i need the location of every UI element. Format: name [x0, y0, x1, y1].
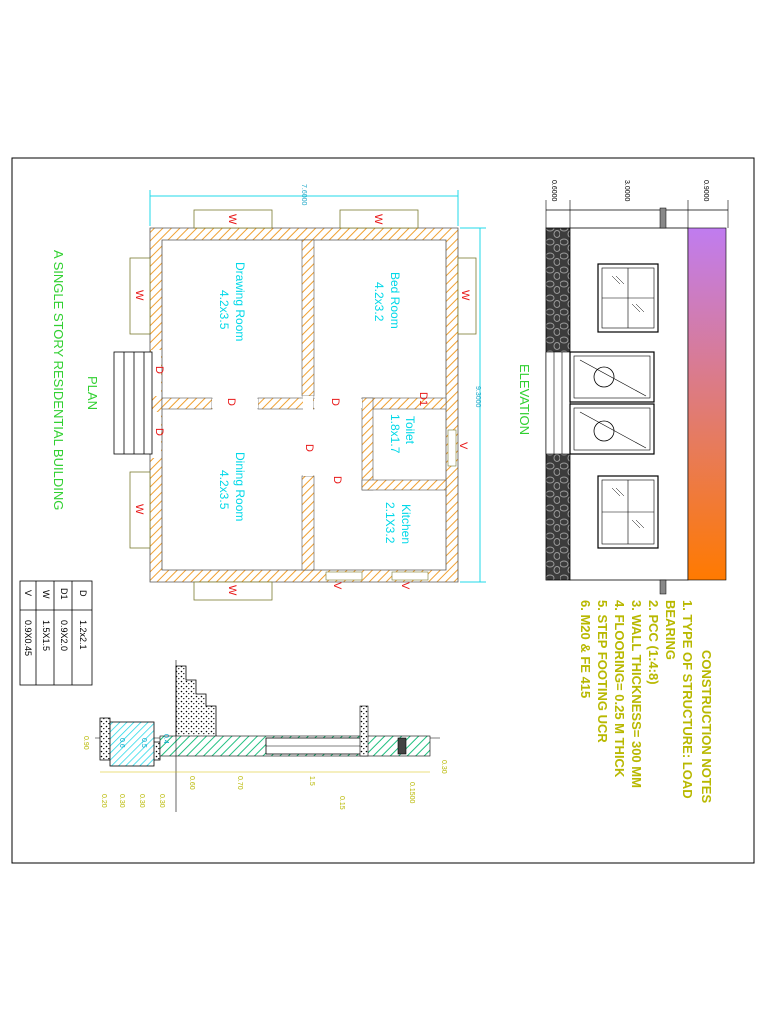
room-labels: Drawing Room 4.2x3.5 Bed Room 4.2x3.2 Di…: [217, 262, 417, 544]
sec-dim-7: 1.5: [308, 776, 315, 786]
toilet-wall-left: [361, 397, 374, 491]
mark-d-6: D: [331, 476, 343, 484]
elevation-window-top: [597, 263, 659, 333]
mark-d-1: D: [153, 366, 165, 374]
notes-title: CONSTRUCTION NOTES: [699, 650, 714, 803]
room-size-toilet: 1.8x1.7: [388, 414, 402, 454]
schedule-size-v: 0.9X0.45: [23, 620, 33, 656]
step-label-3: 0.4: [162, 734, 169, 744]
schedule-size-w: 1.5X1.5: [41, 620, 51, 651]
note-1: 1. TYPE OF STRUCTURE: LOAD: [680, 600, 695, 799]
sheet-border: [11, 157, 755, 864]
room-size-kitchen: 2.1X3.2: [383, 502, 397, 544]
interior-wall-h-left: [161, 397, 213, 410]
elevation-title: ELEVATION: [517, 364, 532, 435]
toilet-wall-bottom: [361, 479, 447, 491]
note-2: 2. PCC (1:4:8): [646, 600, 661, 685]
step-label-2: 0.5: [140, 738, 147, 748]
elevation-window-bottom: [597, 475, 659, 549]
elev-dim-parapet: 0.9000: [702, 180, 709, 202]
mark-w-right: W: [459, 290, 471, 301]
door-window-schedule: D 1.2x2.1 D1 0.9X2.0 W 1.5X1.5 V 0.9X0.4…: [19, 580, 93, 686]
mark-d-2: D: [153, 428, 165, 436]
sec-dim-6: 0.70: [236, 776, 243, 790]
elevation-doors: [569, 351, 655, 455]
room-size-dining: 4.2x3.5: [217, 470, 231, 510]
schedule-mark-d: D: [78, 590, 88, 597]
door-opening-right: [314, 399, 362, 408]
wall-section: 0.6 0.5 0.4 0.90 0.20 0.30 0.30 0.30 0.6…: [82, 660, 447, 812]
door-opening-left-2: [151, 412, 161, 458]
elevation-steps: [545, 351, 571, 455]
sec-dim-10: 0.30: [440, 760, 447, 774]
mark-w-top-right: W: [372, 214, 384, 225]
note-4: 4. FLOORING= 0.25 M THICK: [612, 600, 627, 778]
door-opening-center: [303, 396, 313, 476]
interior-wall-v-bottom: [301, 475, 315, 571]
room-name-kitchen: Kitchen: [399, 504, 413, 544]
sec-dim-9: 0.1500: [408, 782, 415, 804]
mark-d-4: D: [303, 444, 315, 452]
sec-dim-2: 0.30: [118, 794, 125, 808]
opening-marks: W W W W W W D D D D D D D1 V V V: [133, 214, 471, 596]
sec-dim-8: 0.15: [338, 796, 345, 810]
parapet-band: [687, 227, 727, 581]
mark-d1: D1: [417, 392, 429, 406]
elevation-view: 0.6000 3.0000 0.9000: [517, 180, 729, 595]
mark-d-3: D: [225, 398, 237, 406]
construction-notes: CONSTRUCTION NOTES 1. TYPE OF STRUCTURE:…: [578, 600, 714, 803]
sec-dim-0: 0.90: [82, 736, 89, 750]
interior-wall-v-top: [301, 239, 315, 397]
entrance-steps: [113, 351, 153, 455]
room-name-bed: Bed Room: [388, 272, 402, 329]
mark-v-bottom-2: V: [399, 582, 411, 590]
elev-dim-height: 3.0000: [623, 180, 630, 202]
mark-v-right: V: [457, 442, 469, 450]
plan-dimension-width: 7.6000: [149, 184, 459, 226]
toilet-wall-top: [361, 397, 447, 410]
door-opening-mid: [212, 399, 258, 408]
room-name-drawing: Drawing Room: [233, 262, 247, 341]
elev-dim-plinth: 0.6000: [550, 180, 557, 202]
floor-plan: 7.6000 9.3000: [51, 184, 486, 601]
door-opening-left-1: [151, 350, 161, 396]
dim-depth-label: 9.3000: [474, 386, 481, 408]
mark-w-top-left: W: [226, 214, 238, 225]
schedule-size-d1: 0.9X2.0: [59, 620, 69, 651]
note-3: 3. WALL THICKNESS= 300 MM: [629, 600, 644, 788]
plan-subtitle: A SINGLE STORY RESIDENTIAL BUILDING: [51, 250, 66, 510]
room-name-toilet: Toilet: [403, 416, 417, 445]
mark-v-bottom-1: V: [331, 582, 343, 590]
mark-w-left-top: W: [133, 290, 145, 301]
plan-dimension-depth: 9.3000: [460, 227, 486, 583]
note-1b: BEARING: [663, 600, 678, 660]
mark-w-bottom: W: [226, 585, 238, 596]
room-size-drawing: 4.2x3.5: [217, 290, 231, 330]
step-label-1: 0.6: [118, 738, 125, 748]
note-6: 6. M20 & FE 415: [578, 600, 593, 698]
schedule-mark-v: V: [23, 590, 33, 596]
mark-w-left-bottom: W: [133, 504, 145, 515]
dim-width-label: 7.6000: [300, 184, 307, 206]
room-name-dining: Dining Room: [233, 452, 247, 521]
mark-d-5: D: [329, 398, 341, 406]
plan-title: PLAN: [85, 376, 100, 410]
schedule-mark-d1: D1: [59, 588, 69, 600]
sec-dim-4: 0.30: [158, 794, 165, 808]
footing-hatch: [109, 721, 155, 767]
sec-dim-5: 0.60: [188, 776, 195, 790]
sec-dim-1: 0.20: [100, 794, 107, 808]
windows: [129, 209, 477, 601]
note-5: 5. STEP FOOTING UCR: [595, 600, 610, 743]
sec-dim-3: 0.30: [138, 794, 145, 808]
schedule-mark-w: W: [41, 590, 51, 599]
room-size-bed: 4.2x3.2: [372, 282, 386, 322]
schedule-size-d: 1.2x2.1: [78, 620, 88, 650]
